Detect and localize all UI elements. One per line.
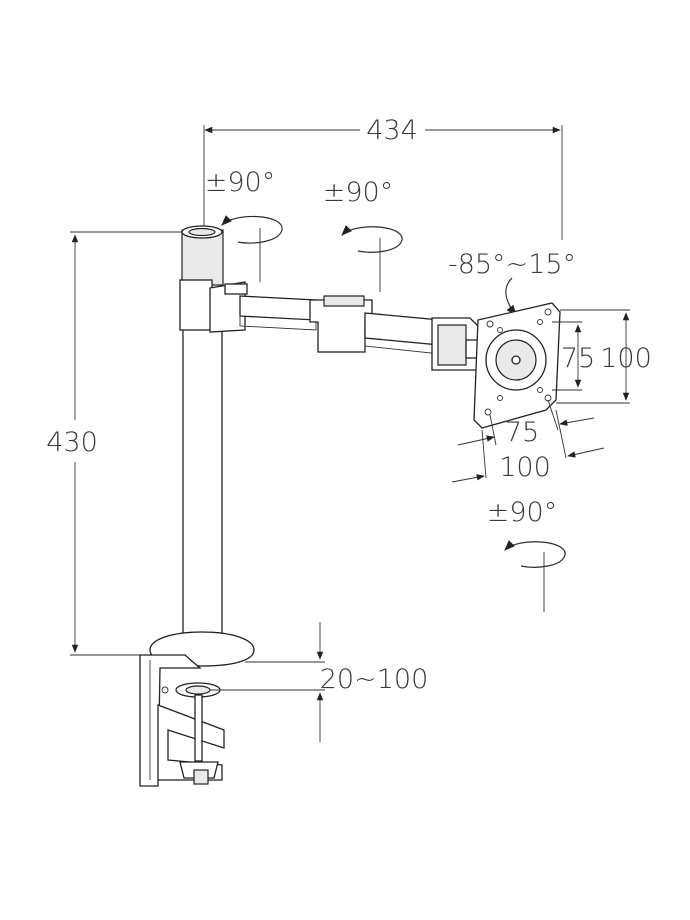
width-dimension-label: 434: [366, 115, 418, 146]
arm: [209, 281, 481, 371]
vesa-hole: [544, 308, 552, 316]
clamp-body: [139, 654, 202, 787]
tilt-label: -85°~15°: [448, 249, 576, 280]
arm-middle-joint: [309, 299, 373, 353]
desk-clamp: [139, 631, 255, 787]
vesa-hole: [484, 408, 492, 416]
arm-segment-1: [239, 295, 317, 321]
pole-swivel-label: ±90°: [205, 167, 275, 198]
vesa-height-small-label: 75: [561, 343, 595, 374]
arm-segment-2: [364, 312, 441, 346]
clamp-range-dimension: 20~100: [210, 622, 428, 742]
vesa-width-dimensions: 75 100: [451, 399, 605, 483]
pole-swivel-indicator: ±90°: [205, 167, 283, 282]
vesa-plate: [473, 302, 561, 429]
clamp-lower-arm: [157, 704, 225, 781]
pole: [179, 225, 224, 651]
height-dimension: 430: [46, 231, 190, 656]
vesa-width-small-label: 75: [505, 417, 539, 448]
arm-swivel-indicator: ±90°: [323, 177, 403, 292]
vesa-height-large-label: 100: [600, 343, 652, 374]
vesa-hole: [486, 320, 494, 328]
vesa-height-dimensions: 75 100: [552, 309, 652, 404]
arm-swivel-label: ±90°: [323, 177, 393, 208]
vesa-width-large-label: 100: [499, 452, 551, 483]
width-dimension: 434: [203, 115, 563, 240]
screen-rotation-label: ±90°: [487, 497, 557, 528]
height-dimension-label: 430: [46, 427, 98, 458]
screen-rotation-indicator: ±90°: [487, 497, 566, 612]
clamp-screw: [194, 694, 203, 762]
pole-collar: [179, 279, 213, 331]
clamp-range-label: 20~100: [320, 664, 429, 695]
pole-top-cap: [181, 229, 224, 286]
tilt-indicator: -85°~15°: [448, 249, 576, 316]
